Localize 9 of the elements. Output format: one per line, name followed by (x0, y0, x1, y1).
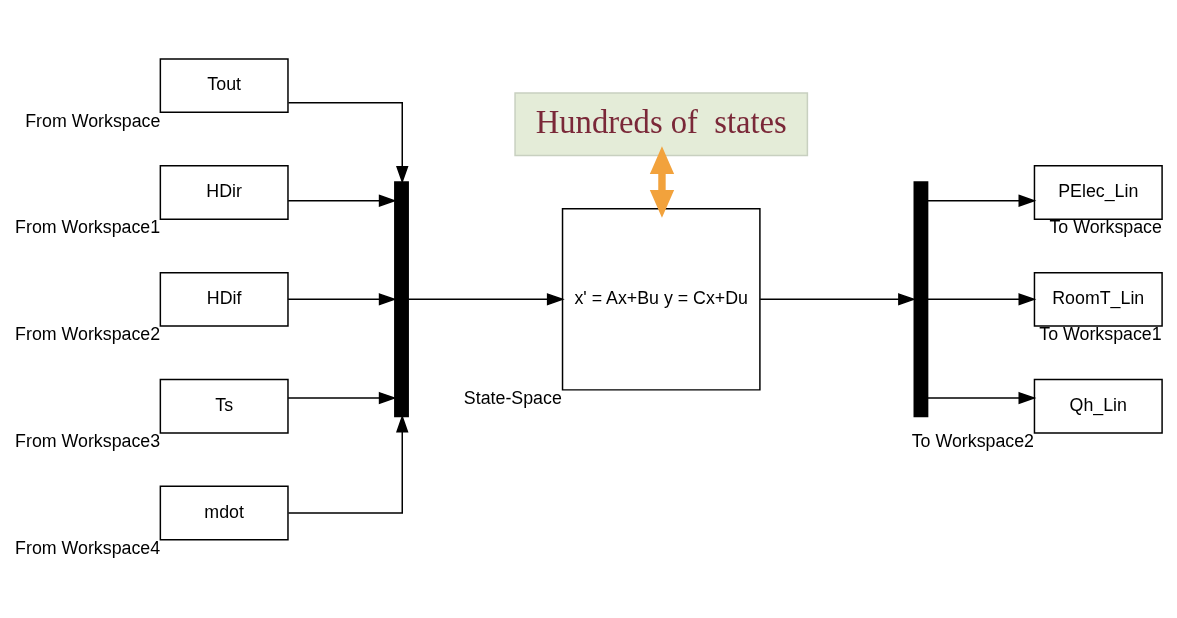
node-label: To Workspace1 (1039, 324, 1162, 345)
node-label: From Workspace4 (15, 538, 161, 559)
node-label: State-Space (463, 388, 562, 409)
node-label: To Workspace (1049, 217, 1162, 238)
node-label: From Workspace3 (15, 431, 161, 452)
node-label: From Workspace2 (15, 324, 161, 345)
node-label: To Workspace2 (911, 431, 1035, 452)
node-label: From Workspace1 (15, 217, 161, 238)
node-label: From Workspace (25, 110, 161, 131)
